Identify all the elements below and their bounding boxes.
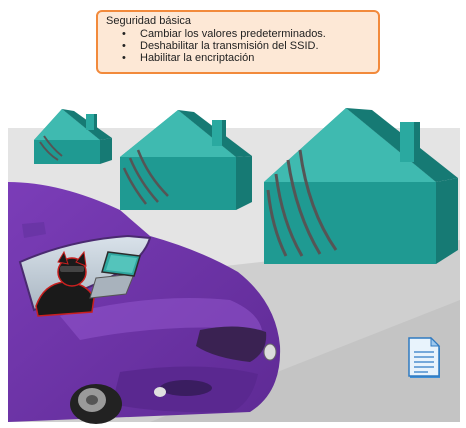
house-icon <box>120 110 252 210</box>
list-item: Cambiar los valores predeterminados. <box>122 28 370 40</box>
callout-title: Seguridad básica <box>106 15 192 27</box>
basic-security-callout: Seguridad básica Cambiar los valores pre… <box>96 10 380 74</box>
wireless-signal-icon <box>266 149 338 257</box>
list-item: Deshabilitar la transmisión del SSID. <box>122 40 370 52</box>
house-icon <box>34 109 112 164</box>
security-steps-list: Cambiar los valores predeterminados. Des… <box>106 28 370 64</box>
wireless-signal-icon <box>39 135 63 161</box>
list-item: Habilitar la encriptación <box>122 52 370 64</box>
hacker-icon <box>35 250 95 317</box>
laptop-icon <box>89 251 141 299</box>
wireless-signal-icon <box>122 149 169 205</box>
document-icon[interactable] <box>408 336 442 380</box>
